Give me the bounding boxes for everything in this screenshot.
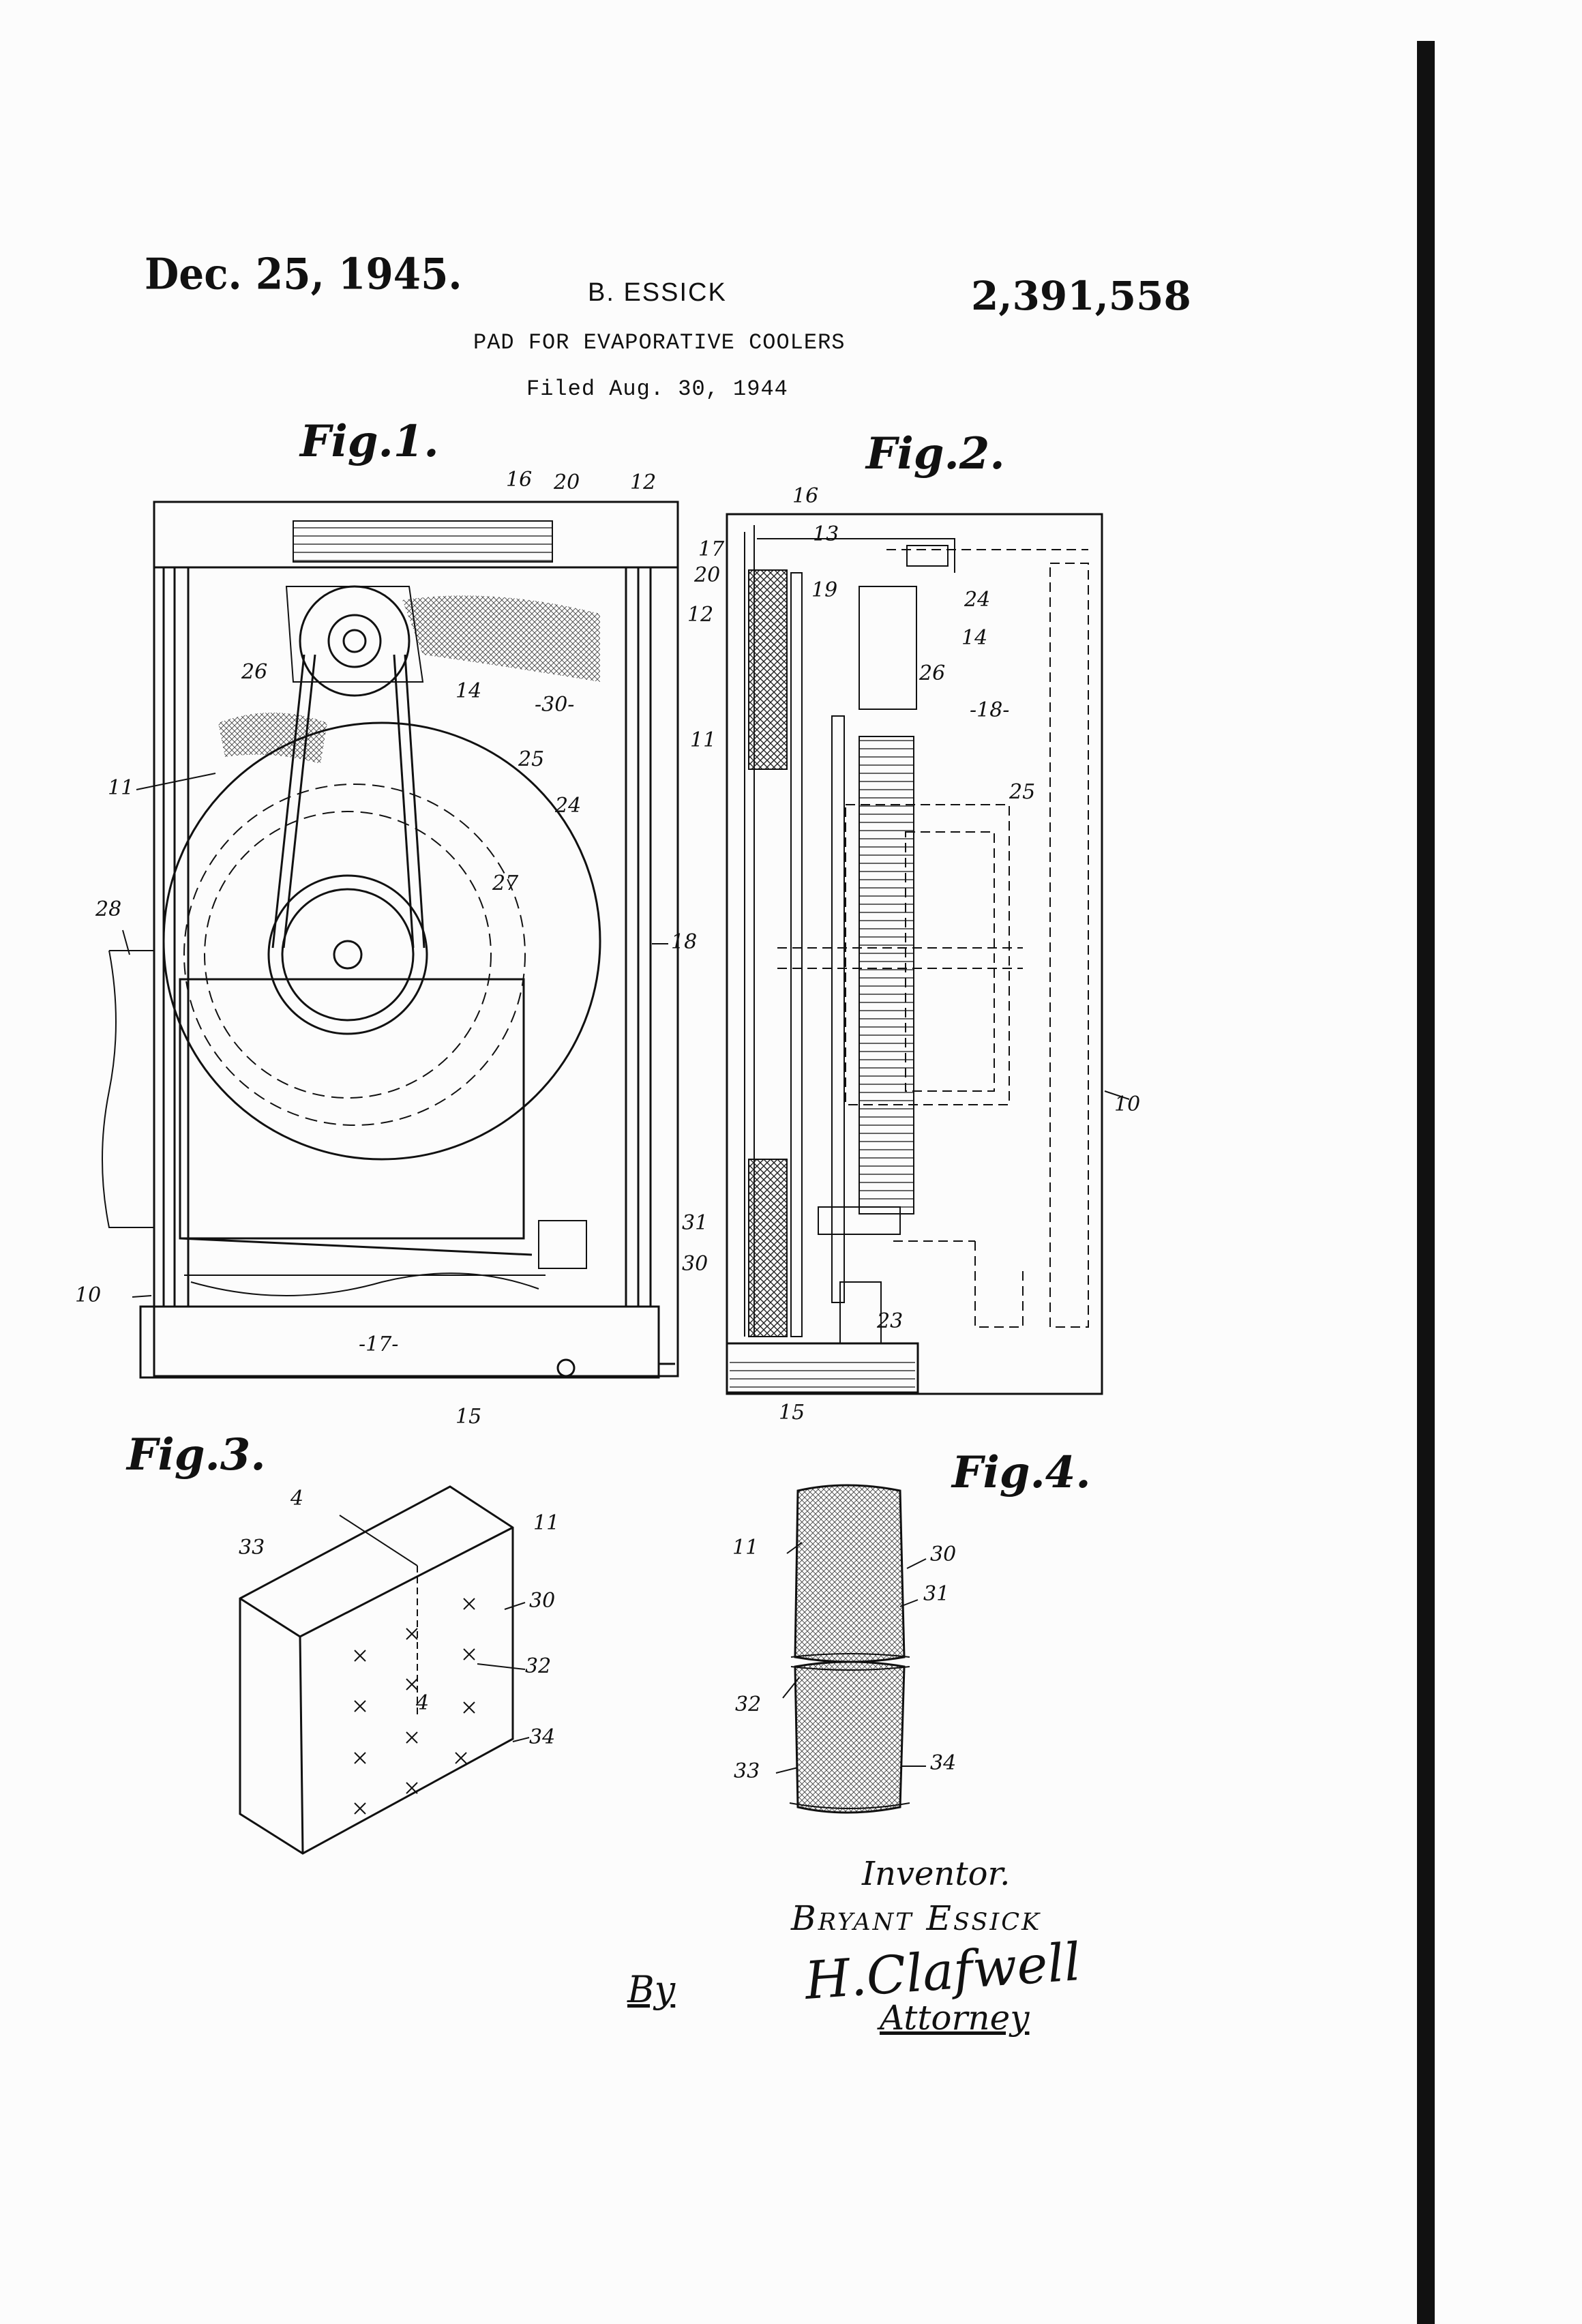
fig1-ref-30: -30- — [535, 693, 575, 717]
fig3-ref-4-top: 4 — [290, 1487, 304, 1510]
patent-date: Dec. 25, 1945. — [145, 249, 462, 299]
fig1-ref-24: 24 — [555, 794, 582, 818]
fig3-drawing — [239, 1485, 514, 1855]
fig1-ref-14: 14 — [456, 679, 482, 703]
fig2-ref-31: 31 — [682, 1211, 708, 1235]
fig4-ref-11: 11 — [732, 1536, 759, 1560]
fig2-ref-19: 19 — [811, 578, 838, 602]
fig1-ref-15: 15 — [456, 1405, 482, 1429]
fig2-ref-30: 30 — [682, 1252, 708, 1276]
fig1-ref-18: 18 — [671, 930, 698, 954]
fig2-ref-20: 20 — [694, 563, 721, 587]
fig3-label: Fig.3. — [127, 1429, 266, 1480]
inventor-signature: Bryant Essick — [791, 1898, 1042, 1938]
fig2-ref-12: 12 — [687, 603, 714, 627]
fig2-ref-15: 15 — [779, 1401, 805, 1425]
fig2-ref-10: 10 — [1114, 1092, 1141, 1116]
fig2-ref-25: 25 — [1009, 780, 1036, 804]
fig4-ref-32: 32 — [735, 1693, 762, 1716]
fig2-label: Fig.2. — [866, 428, 1005, 479]
fig2-ref-16: 16 — [792, 484, 819, 508]
fig3-ref-11: 11 — [533, 1511, 560, 1535]
fig1-ref-25: 25 — [518, 747, 545, 771]
fig1-ref-20: 20 — [554, 471, 580, 494]
fig1-ref-10: 10 — [75, 1283, 102, 1307]
patent-title: PAD FOR EVAPORATIVE COOLERS — [473, 330, 846, 355]
fig2-ref-13: 13 — [813, 522, 839, 546]
fig1-ref-16: 16 — [506, 468, 533, 492]
fig2-ref-11: 11 — [690, 728, 717, 752]
attorney-label: Attorney — [880, 1998, 1030, 2038]
filed-date: Filed Aug. 30, 1944 — [526, 376, 788, 402]
by-label: By — [627, 1968, 676, 2011]
fig2-ref-14: 14 — [961, 626, 988, 650]
fig4-label: Fig.4. — [952, 1447, 1091, 1498]
fig4-drawing — [789, 1484, 910, 1814]
fig2-ref-17: 17 — [698, 537, 725, 561]
fig1-ref-12: 12 — [630, 471, 657, 494]
fig1-ref-11: 11 — [108, 776, 134, 800]
patent-number: 2,391,558 — [971, 273, 1191, 319]
fig1-ref-28: 28 — [95, 897, 122, 921]
fig2-ref-24: 24 — [964, 588, 991, 612]
fig3-ref-4-bottom: 4 — [416, 1691, 430, 1715]
fig1-ref-26: 26 — [241, 660, 268, 684]
fig1-label: Fig.1. — [300, 416, 439, 467]
fig3-ref-30: 30 — [529, 1589, 556, 1613]
fig2-drawing — [726, 513, 1103, 1395]
fig4-ref-30: 30 — [930, 1543, 957, 1566]
scan-edge-bar — [1417, 41, 1435, 2324]
fig2-ref-18: -18- — [970, 698, 1010, 722]
fig1-ref-17: -17- — [359, 1332, 399, 1356]
fig3-ref-33: 33 — [239, 1536, 265, 1560]
fig2-ref-26: 26 — [919, 661, 946, 685]
inventor-label: Inventor. — [862, 1855, 1011, 1893]
fig3-ref-34: 34 — [529, 1725, 556, 1749]
inventor-header: B. ESSICK — [588, 278, 727, 307]
fig1-drawing — [102, 501, 679, 1379]
fig4-ref-33: 33 — [734, 1759, 760, 1783]
fig4-ref-31: 31 — [923, 1582, 950, 1606]
fig2-ref-23: 23 — [877, 1309, 904, 1333]
fig1-ref-27: 27 — [492, 872, 519, 895]
fig3-ref-32: 32 — [525, 1654, 552, 1678]
fig4-ref-34: 34 — [930, 1751, 957, 1775]
